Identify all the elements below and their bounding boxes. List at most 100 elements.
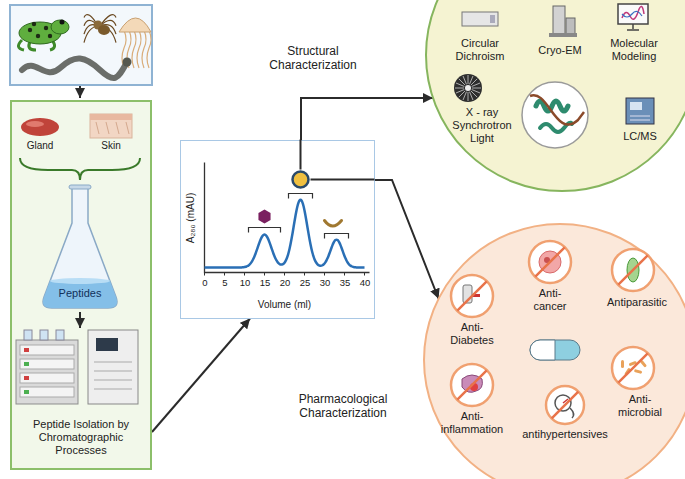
icon-ring [451,275,493,317]
axis-tick [204,273,205,276]
solvent-bottle [56,330,64,340]
node-text: X - ray Synchrotron Light [449,106,515,146]
region-outline [424,224,685,479]
frog-spot [44,26,48,30]
axis-tick-label: 10 [235,277,255,288]
fraction-icon [293,172,309,188]
spider-abdomen [98,25,110,35]
node-shape [424,0,685,193]
solvent-bottle [24,330,32,340]
activity-icon [451,364,493,406]
instrument-slot [94,371,132,372]
skin-line [106,122,109,134]
chromatogram-curve [205,200,365,268]
axis-tick-label: 25 [295,277,315,288]
protein-structure [522,82,588,148]
activity-icon [612,249,654,291]
axis-tick [264,273,265,276]
node-drawing [43,185,117,308]
source-label: Gland [20,140,60,152]
jellyfish-tentacle [132,30,136,68]
flow-arrow [79,312,81,328]
prohibition-slash [457,281,486,310]
prohibition-slash [535,247,564,276]
fraction-bracket [289,194,313,199]
prohibition-slash [618,353,647,382]
fraction-icon [258,210,270,224]
skin-line [96,122,99,134]
flask-rim [69,185,91,189]
indicator-light [24,362,29,366]
leader-line [301,140,375,180]
flow-arrow [79,86,81,98]
diffraction-ray [455,88,464,89]
axis-tick-label: 20 [275,277,295,288]
snake-figure [22,58,126,78]
monitor-plot [622,11,642,17]
instrument-screen [96,338,118,351]
axis-tick [304,273,305,276]
icon-ring [529,241,571,283]
axis-tick [324,273,325,276]
diffraction-ray [472,83,480,86]
diffraction-ray [463,76,466,84]
skin-figure [90,114,132,138]
flow-arrow [375,180,439,299]
node-shape [181,141,376,319]
cryo-em-icon [549,6,577,37]
diffraction-disk [454,74,482,102]
prohibition-slash [457,370,486,399]
microscope-base [549,33,577,37]
flask-node: Peptides [40,185,120,310]
axis-tick-label: 40 [355,277,375,288]
jellyfish-tentacle [147,30,151,68]
instrument-module [20,359,74,369]
node-text: Circular Dichroism [444,37,516,63]
node-text: Anti- cancer [525,287,575,313]
source-label: Skin [91,140,131,152]
protein-helix [536,101,568,111]
node-heading: A₂₈₀ (mAU) [185,192,197,243]
capsule [530,340,580,360]
diffraction-ray [468,75,469,84]
gauge-tube [570,408,574,418]
frog-figure [18,20,69,51]
fraction-bracket [249,228,281,233]
flow-arrow [152,319,250,433]
jellyfish-tentacle [142,30,146,68]
diffraction-ray [470,92,473,100]
mass-spectrometer [88,330,138,404]
monitor-plot [622,6,644,19]
axis-tick [344,273,345,276]
node-heading: Peptide Isolation by Chromatographic Pro… [15,418,147,458]
flask-liquid [43,281,117,308]
instrument-body [626,98,654,124]
gland-figure [21,118,59,136]
jellyfish-tentacle [137,30,141,68]
axis-tick-label: 15 [255,277,275,288]
icon-ring [612,249,654,291]
activity-icon [529,241,571,283]
instrument-module [20,345,74,355]
instrument-body [16,340,78,404]
instrument-slot [94,362,132,363]
axis-tick-label: 30 [315,277,335,288]
microbe [634,369,643,374]
icon-ring [546,386,584,424]
gland-highlight [26,121,44,127]
microbe [621,360,624,368]
icon-ring [451,364,493,406]
skin-layer [90,114,132,120]
instrument-body [88,330,138,404]
monitor-screen [618,4,648,24]
node-text: Volume (ml) [235,299,335,311]
capsule-half [530,340,555,360]
activity-icon [451,275,493,317]
structural-region: Structural CharacterizationCircular Dich… [424,0,685,193]
frog-spot [36,34,40,38]
node-text: Anti- Diabetes [444,321,500,347]
chromatogram-panel: A₂₈₀ (mAU) Volume (ml) [180,140,375,319]
liquid-surface [50,278,110,284]
node-text: Anti- microbial [612,393,668,419]
